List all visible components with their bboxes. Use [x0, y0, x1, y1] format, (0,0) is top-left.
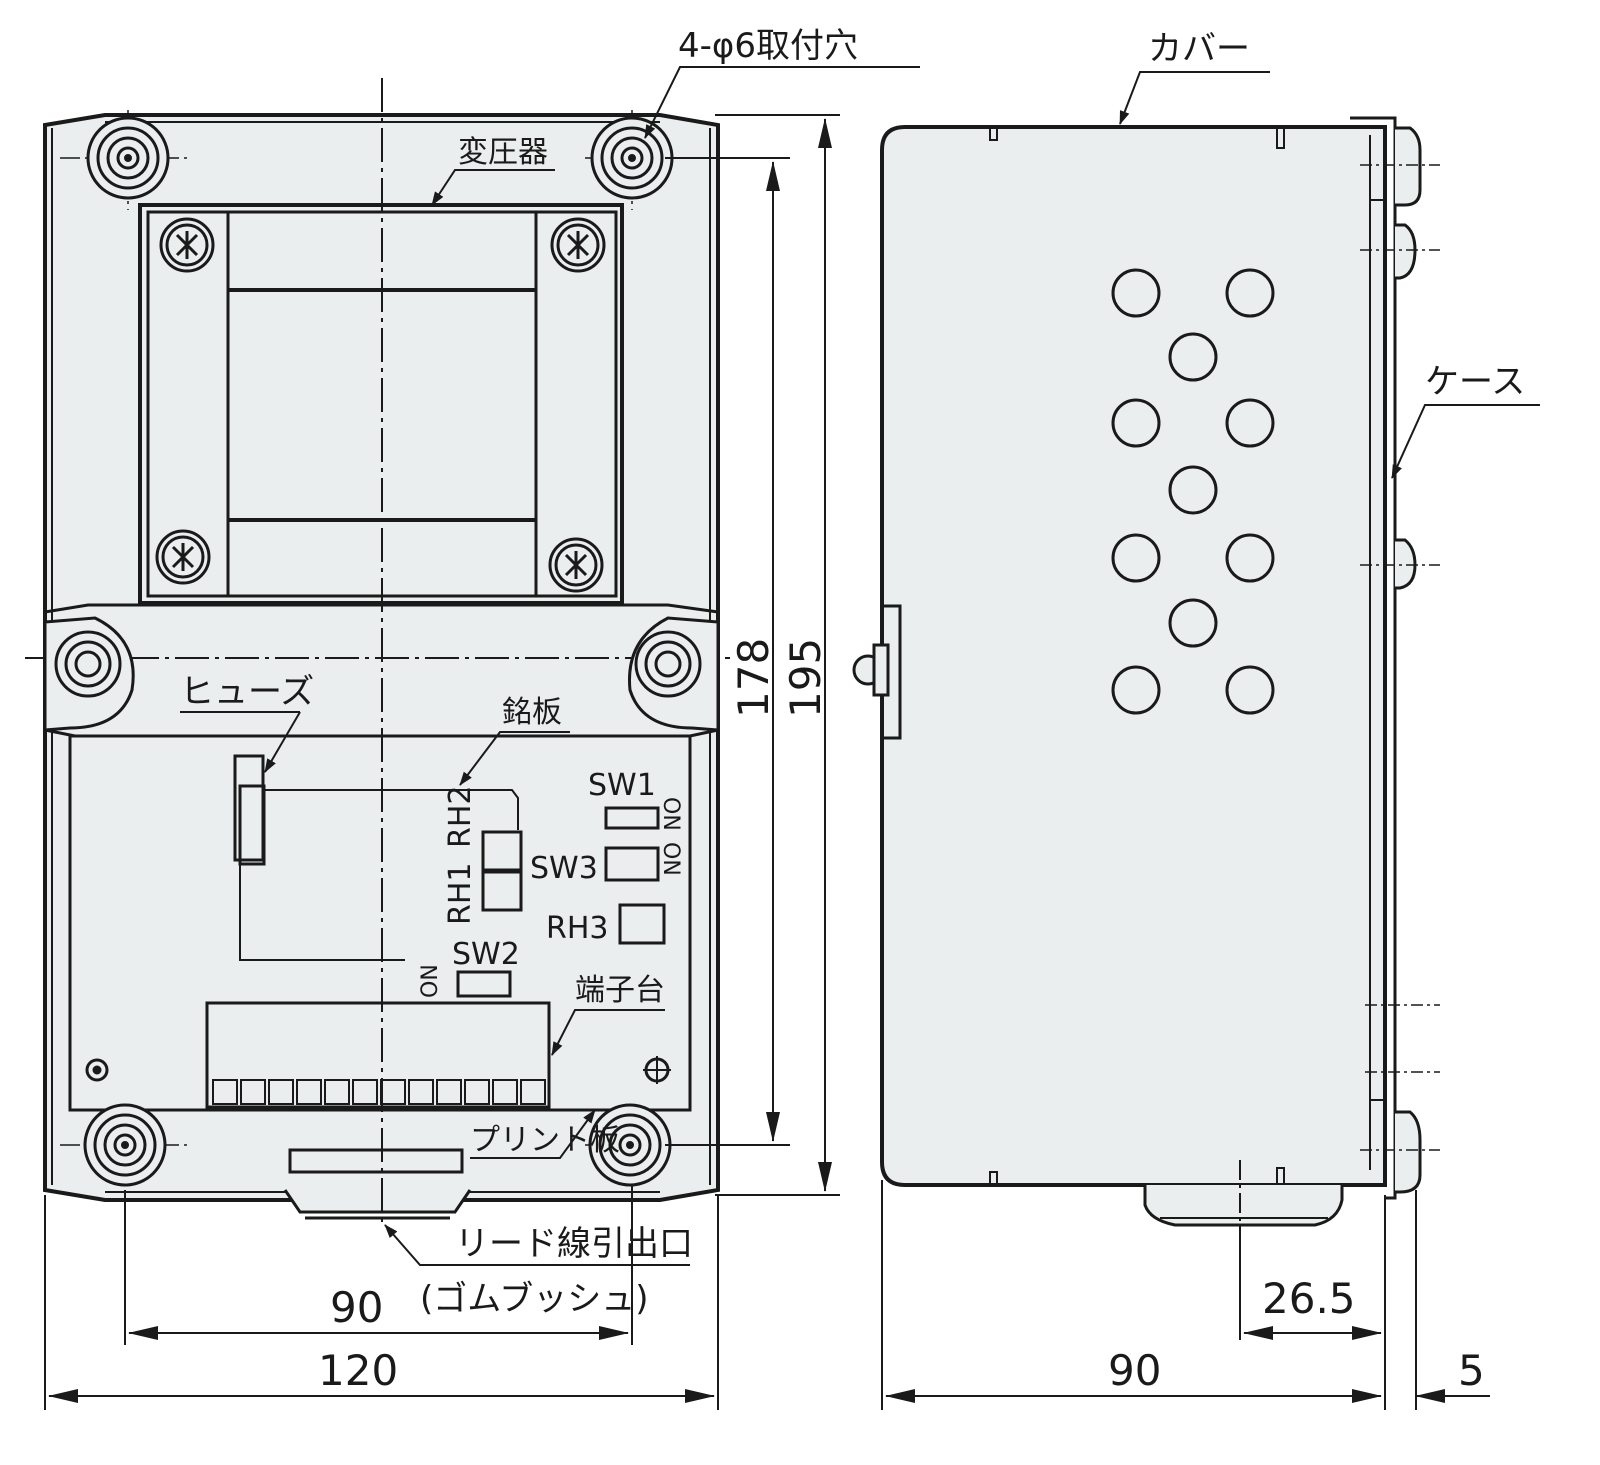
side-view [852, 116, 1440, 1260]
leader-lines [180, 66, 1540, 1266]
label-rh1: RH1 [443, 863, 478, 926]
cross-screw-icon [550, 217, 606, 273]
sw1-switch[interactable] [604, 806, 660, 830]
rubber-bushing [283, 1148, 472, 1220]
label-on-sw3: ON [658, 842, 683, 876]
wiring-trace [239, 789, 519, 961]
mount-hole-icon [83, 1103, 167, 1187]
front-view [25, 78, 730, 1225]
sw2-switch[interactable] [456, 970, 512, 998]
pcb-screw-icon [643, 1056, 671, 1084]
rh3-trimmer[interactable] [618, 903, 666, 945]
label-on-sw1: ON [658, 797, 683, 831]
label-nameplate: 銘板 [502, 695, 562, 730]
label-rubber-bushing: (ゴムブッシュ) [420, 1279, 649, 1319]
label-cover: カバー [1148, 29, 1250, 69]
pcb-screw-icon [85, 1058, 109, 1082]
label-sw3: SW3 [530, 851, 598, 886]
mount-hole-icon [590, 116, 674, 200]
dimension-lines [44, 114, 1490, 1410]
label-pcb: プリント板 [470, 1123, 620, 1158]
label-rh2: RH2 [443, 786, 478, 849]
dim-front-height-inner: 178 [729, 638, 778, 718]
dim-side-flange: 5 [1458, 1346, 1485, 1395]
vent-hole-icon [1111, 268, 1275, 715]
sw3-switch[interactable] [604, 846, 660, 882]
side-case-outline [880, 125, 1387, 1187]
label-lead-outlet: リード線引出口 [455, 1224, 693, 1264]
label-fuse: ヒューズ [180, 672, 314, 712]
terminal-block [205, 1001, 551, 1109]
cover-screw-icon [43, 616, 135, 732]
cross-screw-icon [155, 529, 211, 585]
dim-side-depth: 90 [1108, 1346, 1161, 1395]
label-sw1: SW1 [588, 768, 656, 803]
label-transformer: 変圧器 [458, 135, 548, 170]
dim-front-width-total: 120 [318, 1346, 398, 1395]
mount-hole-icon [588, 1103, 672, 1187]
label-case: ケース [1425, 362, 1525, 402]
label-rh3: RH3 [546, 911, 609, 946]
cross-screw-icon [548, 537, 604, 593]
cross-screw-icon [159, 217, 215, 273]
cover-screw-icon [627, 616, 720, 732]
label-on-sw2: ON [418, 964, 443, 998]
label-mount-holes: 4-φ6取付穴 [678, 26, 858, 66]
dim-side-offset: 26.5 [1262, 1274, 1356, 1323]
label-sw2: SW2 [452, 937, 520, 972]
mount-hole-icon [86, 116, 170, 200]
fuse [233, 754, 266, 866]
dim-front-height-outer: 195 [781, 638, 830, 718]
pcb-board [68, 734, 692, 1112]
rh1-rh2-blocks [481, 830, 523, 912]
label-terminal-block: 端子台 [575, 973, 665, 1008]
dim-front-width-holes: 90 [330, 1283, 383, 1332]
